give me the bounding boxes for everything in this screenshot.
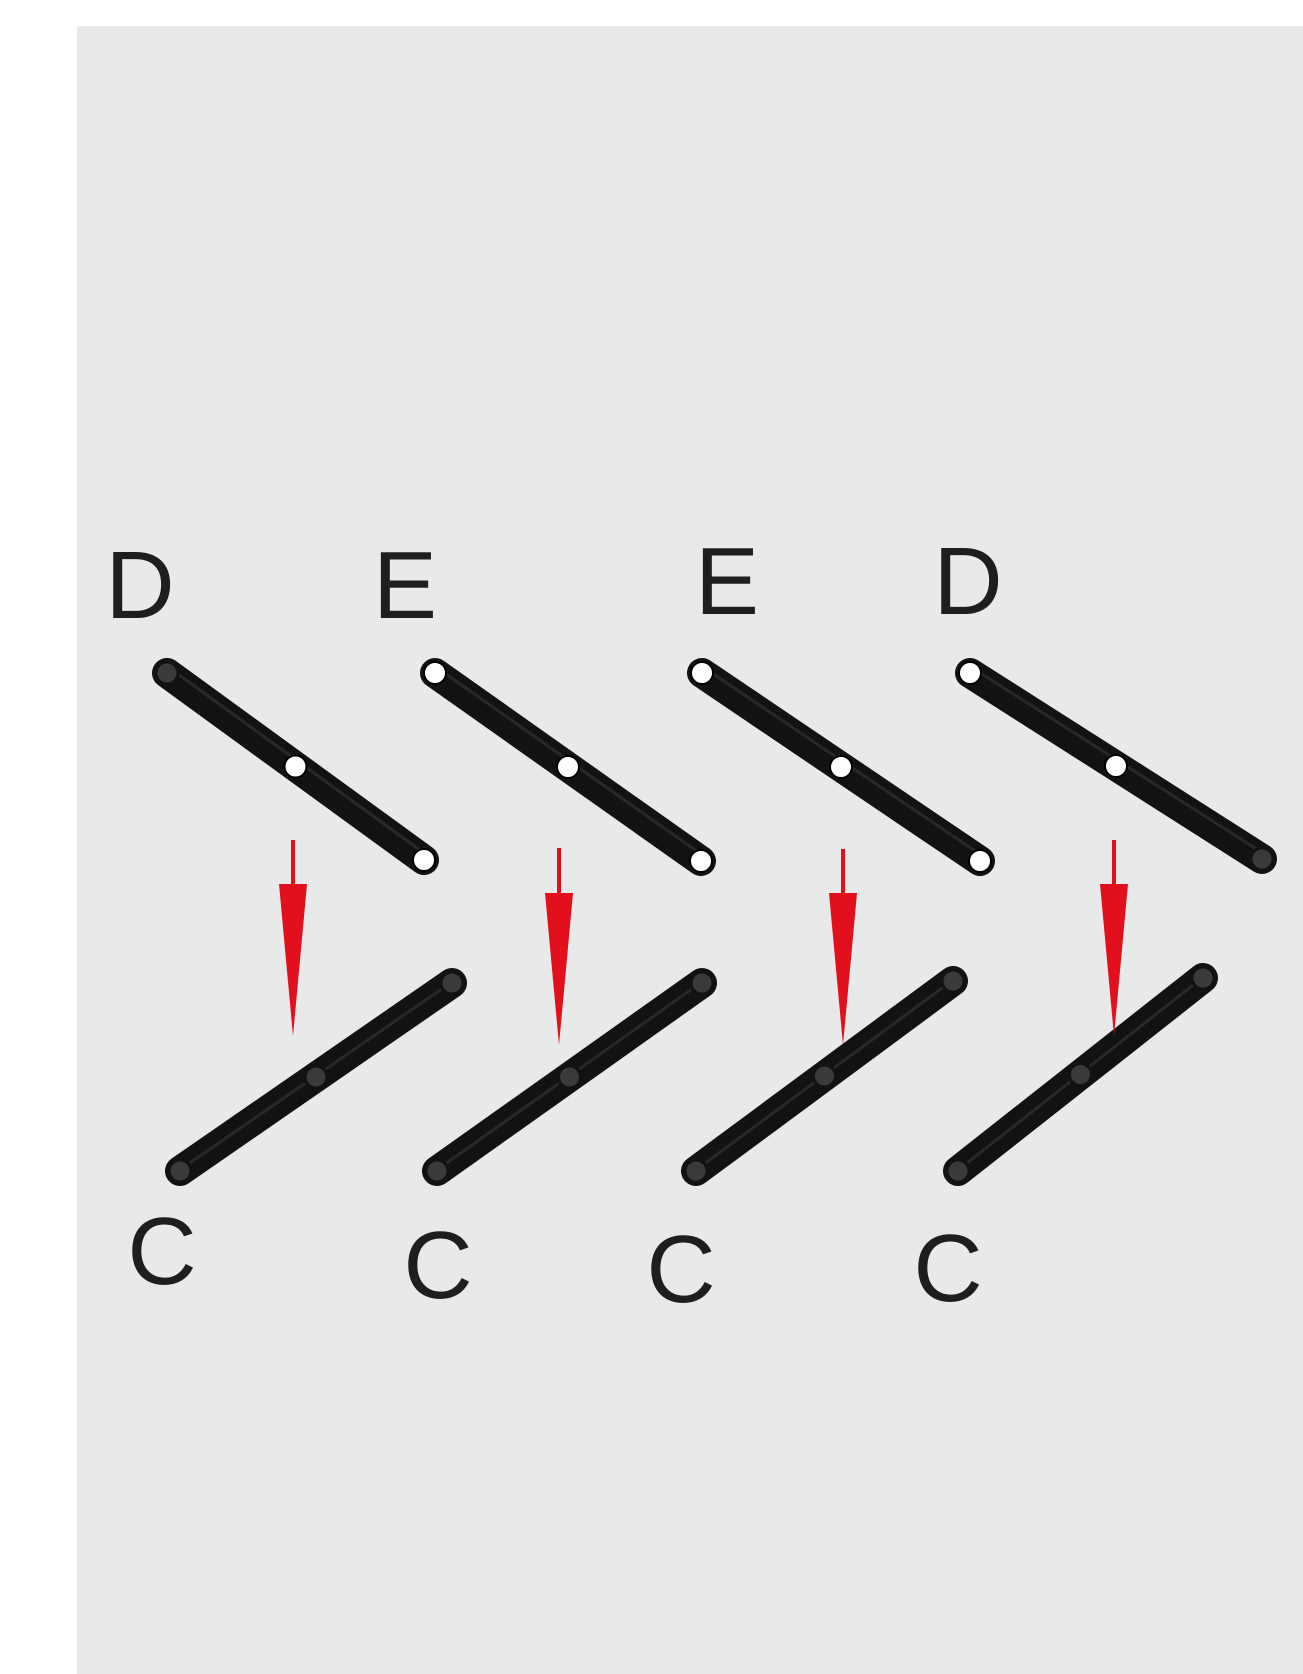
top-bar-2-hole-3	[689, 849, 713, 873]
top-label-4: D	[933, 528, 1002, 635]
bottom-bar-3-hole-1	[683, 1158, 709, 1184]
bottom-bar-4-hole-3	[1190, 965, 1216, 991]
top-bar-3-hole-1	[690, 661, 714, 685]
top-bar-1-hole-1	[154, 660, 180, 686]
arrow-down-1	[279, 840, 307, 1036]
bottom-bar-4-hole-1	[945, 1158, 971, 1184]
bottom-bar-1-hole-2	[303, 1064, 329, 1090]
top-bar-3-hole-3	[968, 849, 992, 873]
top-bar-1-hole-2	[283, 754, 308, 779]
arrow-down-3-head	[829, 893, 857, 1045]
bottom-bar-3-hole-2	[812, 1063, 837, 1089]
bottom-bar-2-hole-2	[557, 1064, 582, 1090]
top-bar-2-hole-1	[423, 661, 447, 685]
bottom-bar-1-hole-3	[439, 970, 465, 996]
arrow-down-3	[829, 849, 857, 1045]
top-bar-1	[152, 658, 439, 875]
bottom-label-3: C	[646, 1216, 715, 1323]
bottom-bar-3	[681, 966, 968, 1186]
bottom-bar-2	[422, 968, 717, 1186]
bottom-bar-2-hole-3	[689, 970, 715, 996]
top-bar-4-hole-1	[958, 661, 982, 685]
bottom-bar-1-hole-1	[167, 1158, 193, 1184]
top-bar-4-hole-3	[1249, 846, 1275, 872]
top-bar-4-hole-2	[1104, 754, 1128, 778]
top-label-3: E	[695, 528, 759, 635]
bottom-bar-4	[943, 963, 1218, 1186]
top-bar-2-hole-2	[556, 755, 580, 779]
bottom-label-2: C	[403, 1212, 472, 1319]
top-bar-1-hole-3	[412, 848, 436, 872]
arrow-down-4	[1100, 840, 1128, 1036]
top-label-1: D	[105, 532, 174, 639]
top-bar-3	[687, 658, 995, 876]
top-bar-4	[955, 658, 1277, 874]
bottom-bar-1	[165, 968, 467, 1186]
arrow-down-1-head	[279, 884, 307, 1036]
bottom-label-1: C	[127, 1198, 196, 1305]
bottom-bar-4-hole-2	[1068, 1062, 1093, 1087]
arrow-down-4-head	[1100, 884, 1128, 1036]
top-label-2: E	[373, 532, 437, 639]
bottom-bar-3-hole-3	[940, 968, 966, 994]
arrow-down-2-head	[545, 893, 573, 1045]
top-bar-3-hole-2	[829, 755, 853, 779]
bottom-label-4: C	[913, 1215, 982, 1322]
arrow-down-2	[545, 848, 573, 1045]
top-bar-2	[420, 658, 716, 876]
bottom-bar-2-hole-1	[424, 1158, 450, 1184]
parts-layer	[152, 658, 1277, 1186]
